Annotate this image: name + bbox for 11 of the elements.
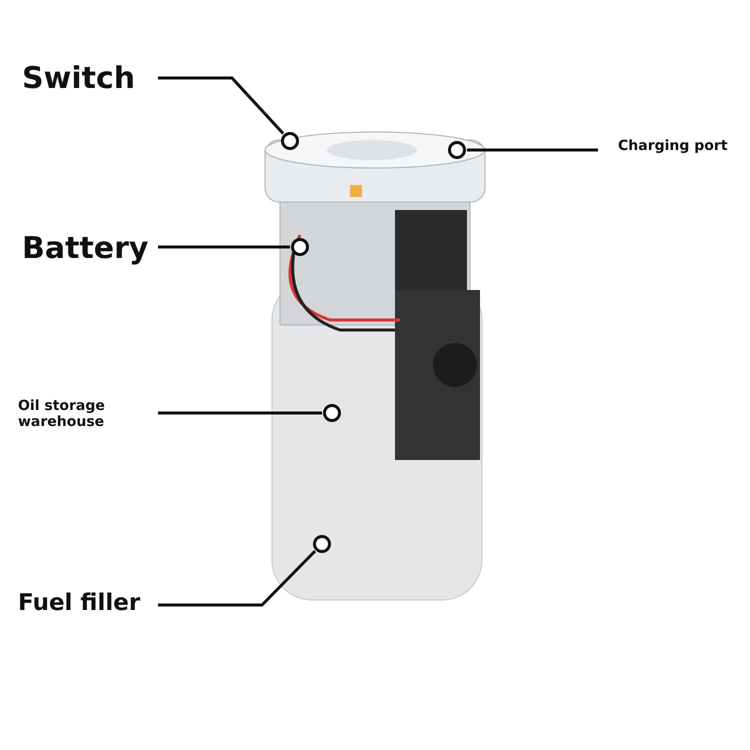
part-label: Battery	[22, 232, 152, 266]
leader-line	[158, 246, 290, 248]
leader-line	[158, 76, 284, 135]
leader-line	[158, 412, 322, 414]
part-label: Fuel filler	[18, 590, 153, 616]
part-label: Charging port	[618, 138, 743, 154]
part-label: Oil storage warehouse	[18, 398, 138, 430]
marker-dot	[281, 132, 299, 150]
leader-line	[467, 148, 598, 152]
part-label: Switch	[22, 62, 152, 96]
leader-line	[158, 550, 316, 606]
